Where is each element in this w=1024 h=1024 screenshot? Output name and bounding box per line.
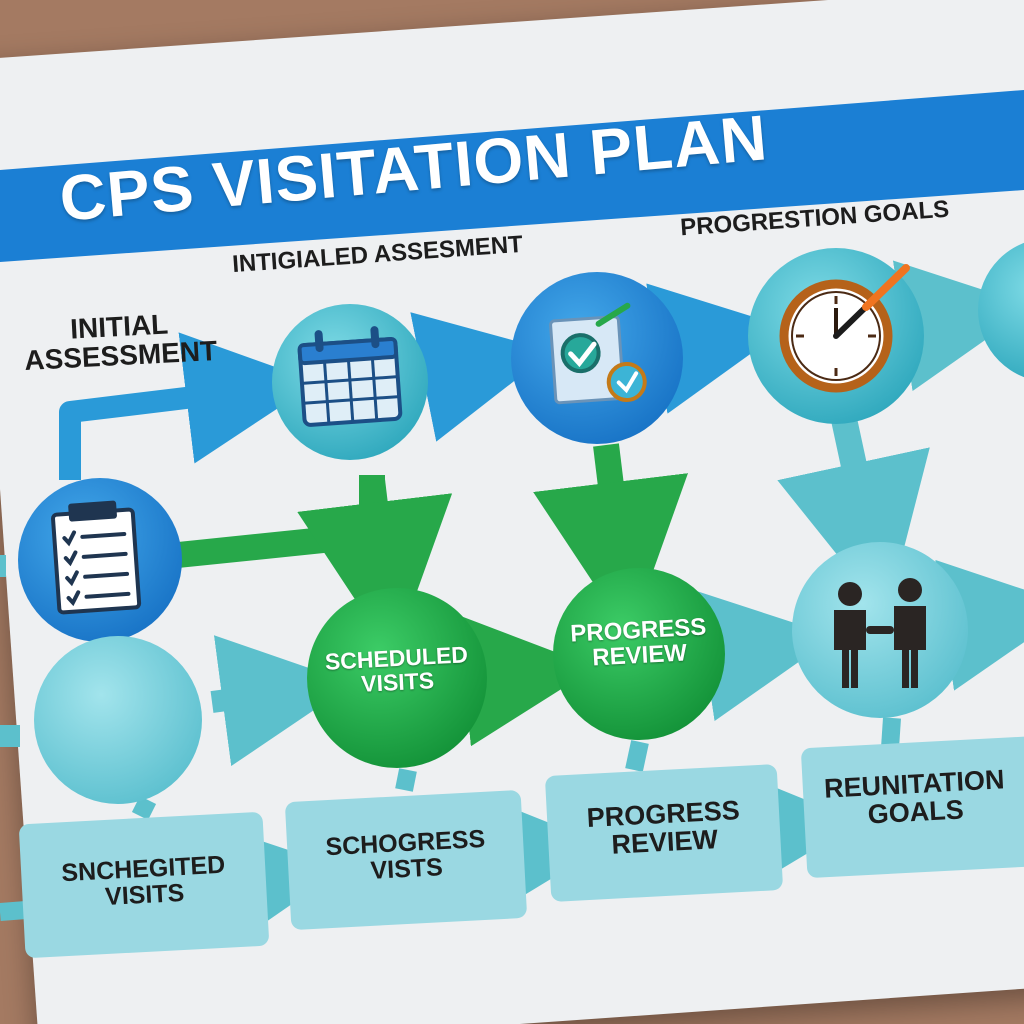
checklist-approval-icon: [549, 302, 647, 405]
next-stage-node: [978, 242, 1024, 378]
clipboard-checklist-icon: [51, 500, 142, 615]
bottom-box-4-label: REUNITATION GOALS: [805, 764, 1024, 832]
bottom-box-1: [19, 812, 269, 958]
scheduled-visits-node: [307, 588, 487, 768]
clock-icon: [779, 264, 910, 393]
scheduled-visits-label: SCHEDULED VISITS: [306, 641, 488, 699]
progress-review-label: PROGRESS REVIEW: [552, 613, 726, 673]
teal-arrows: [0, 407, 1024, 938]
bottom-box-row: [19, 736, 1024, 958]
bottom-box-4: [801, 736, 1024, 878]
green-arrows: [176, 443, 689, 747]
bottom-box-3-label: PROGRESS REVIEW: [553, 794, 776, 862]
bottom-box-2: [285, 790, 527, 930]
title-banner: [0, 90, 1024, 262]
progress-review-node: [553, 568, 725, 740]
people-holding-hands-icon: [834, 578, 926, 688]
bottom-box-3: [545, 764, 783, 902]
initial-assessment-label: INITIAL ASSESSMENT: [0, 306, 241, 377]
blank-stage-node: [34, 636, 202, 804]
calendar-icon: [297, 326, 403, 427]
top-row-arrows: [59, 260, 1024, 480]
